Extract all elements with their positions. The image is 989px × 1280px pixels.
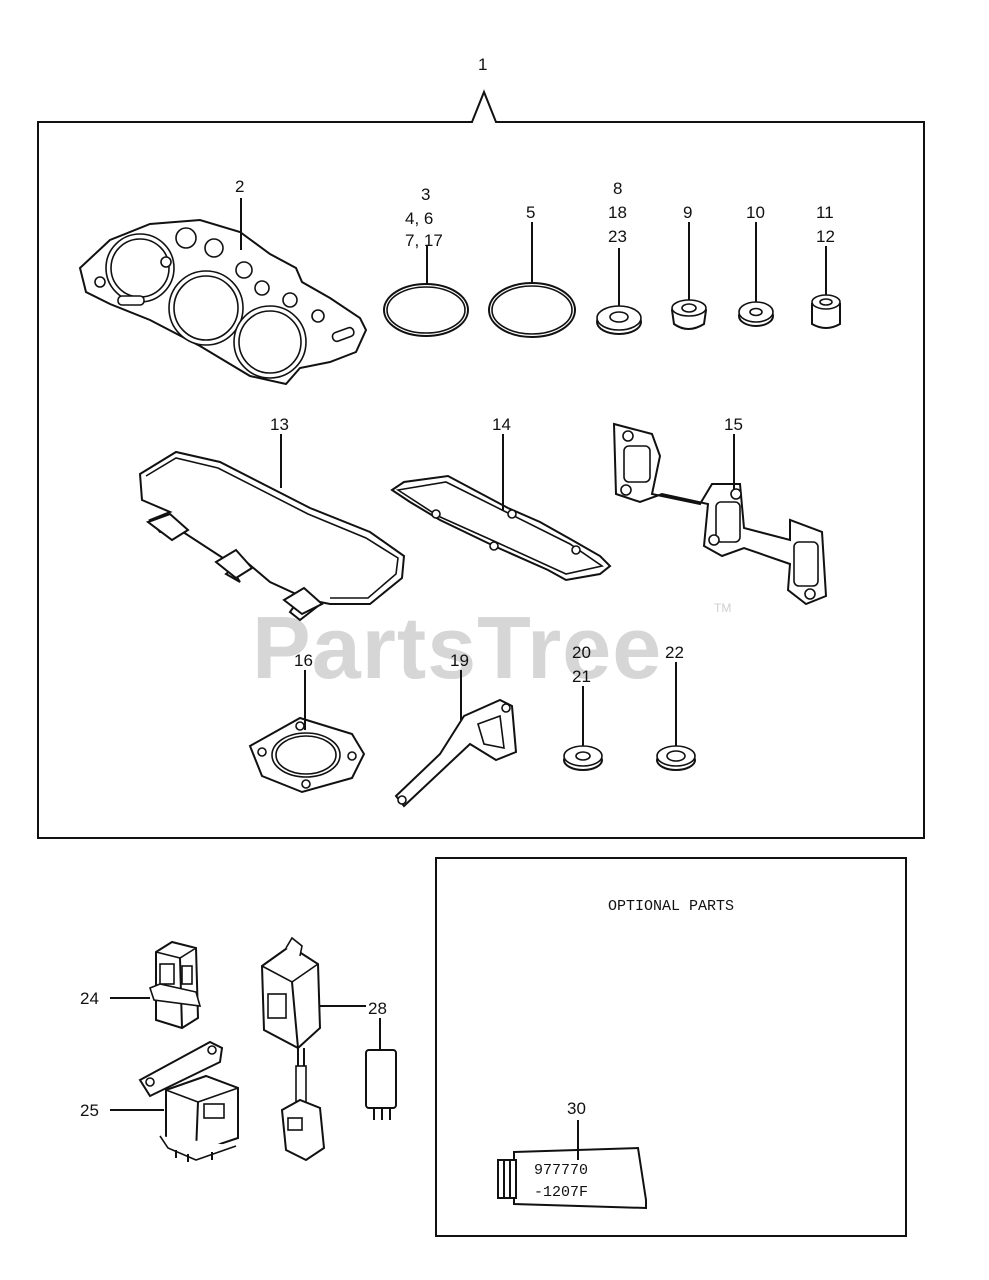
callout-12[interactable]: 12 xyxy=(816,227,835,246)
part-25-relay[interactable]: 25 xyxy=(80,1040,239,1162)
part-15-manifold-gasket[interactable]: 15 xyxy=(612,415,828,606)
watermark: PartsTree xyxy=(252,598,662,697)
tube-label-line2: -1207F xyxy=(534,1184,588,1201)
part-8-seal-washer[interactable]: 8 18 23 xyxy=(596,179,642,335)
part-14-rocker-gasket[interactable]: 14 xyxy=(390,415,612,582)
callout-30[interactable]: 30 xyxy=(567,1099,586,1118)
callout-20[interactable]: 20 xyxy=(572,643,591,662)
callout-9[interactable]: 9 xyxy=(683,203,692,222)
callout-21[interactable]: 21 xyxy=(572,667,591,686)
callout-24[interactable]: 24 xyxy=(80,989,99,1008)
part-13-cover-gasket[interactable]: 13 xyxy=(138,415,406,622)
callout-2[interactable]: 2 xyxy=(235,177,244,196)
callout-23[interactable]: 23 xyxy=(608,227,627,246)
part-28-controller[interactable]: 28 xyxy=(260,936,387,1162)
tube-label-line1: 977770 xyxy=(534,1162,588,1179)
optional-parts-box: OPTIONAL PARTS xyxy=(435,857,907,1237)
callout-10[interactable]: 10 xyxy=(746,203,765,222)
callout-4-6[interactable]: 4, 6 xyxy=(405,209,433,228)
part-24-relay[interactable]: 24 xyxy=(80,940,202,1030)
callout-15[interactable]: 15 xyxy=(724,415,743,434)
callout-5[interactable]: 5 xyxy=(526,203,535,222)
callout-14[interactable]: 14 xyxy=(492,415,511,434)
part-5-o-ring[interactable]: 5 xyxy=(488,203,576,338)
callout-18[interactable]: 18 xyxy=(608,203,627,222)
callout-19[interactable]: 19 xyxy=(450,651,469,670)
part-16-thermostat-gasket[interactable]: 16 xyxy=(248,651,366,794)
callout-28[interactable]: 28 xyxy=(368,999,387,1018)
part-28-plug[interactable] xyxy=(365,1018,397,1120)
watermark-trademark: TM xyxy=(714,601,731,615)
part-22-seal-washer[interactable]: 22 xyxy=(656,643,696,771)
part-9-grommet[interactable]: 9 xyxy=(670,203,708,330)
part-20-washer[interactable]: 20 21 xyxy=(563,643,603,771)
part-11-valve-seal[interactable]: 11 12 xyxy=(811,203,841,329)
callout-13[interactable]: 13 xyxy=(270,415,289,434)
part-19-bracket-gasket[interactable]: 19 xyxy=(394,651,518,808)
callout-7-17[interactable]: 7, 17 xyxy=(405,231,443,250)
callout-11[interactable]: 11 xyxy=(816,203,834,222)
part-2-head-gasket[interactable]: 2 xyxy=(78,177,368,386)
optional-parts-title: OPTIONAL PARTS xyxy=(608,898,734,915)
callout-8[interactable]: 8 xyxy=(613,179,622,198)
gasket-kit-frame: 1 xyxy=(37,55,925,839)
part-30-sealant-tube[interactable]: 977770 -1207F 30 xyxy=(497,1099,647,1210)
part-3-o-ring[interactable]: 3 4, 6 7, 17 xyxy=(383,185,469,337)
callout-22[interactable]: 22 xyxy=(665,643,684,662)
callout-25[interactable]: 25 xyxy=(80,1101,99,1120)
part-10-washer[interactable]: 10 xyxy=(738,203,774,327)
callout-16[interactable]: 16 xyxy=(294,651,313,670)
callout-1[interactable]: 1 xyxy=(478,55,487,74)
callout-3[interactable]: 3 xyxy=(421,185,430,204)
